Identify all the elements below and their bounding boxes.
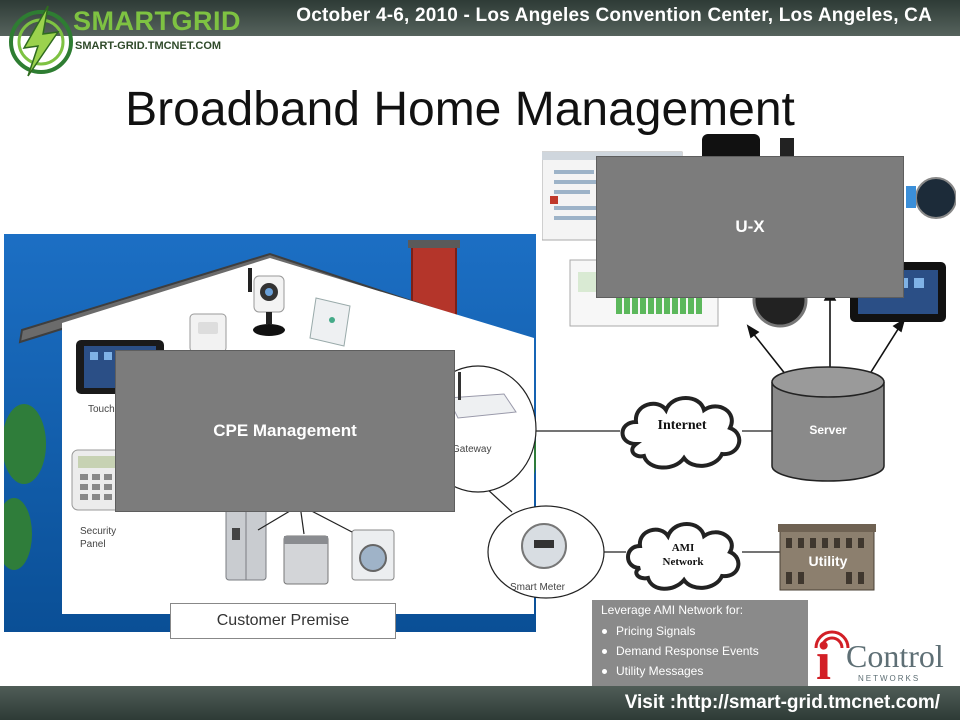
router-device-icon <box>309 297 351 347</box>
cpe-management-overlay: CPE Management <box>115 350 455 512</box>
icontrol-signal-icon <box>814 630 850 649</box>
motion-sensor-icon <box>189 313 227 353</box>
server-cylinder-icon <box>771 366 885 482</box>
utility-label: Utility <box>808 553 848 569</box>
security-panel-label-line2: Panel <box>80 539 106 550</box>
footer-url-text: Visit :http://smart-grid.tmcnet.com/ <box>624 692 940 713</box>
ux-overlay: U-X <box>596 156 904 298</box>
ami-box-title: Leverage AMI Network for: <box>601 603 744 617</box>
security-panel-label-line1: Security <box>80 526 117 537</box>
gateway-label: Gateway <box>452 444 492 455</box>
ami-network-label: AMI Network <box>622 541 744 569</box>
header-bar <box>0 0 960 36</box>
ami-label-line2: Network <box>662 556 704 568</box>
server-label: Server <box>809 423 847 437</box>
footer-bar <box>0 686 960 720</box>
ami-network-cloud-icon <box>626 522 741 591</box>
ami-benefits-list: Pricing Signals Demand Response Events U… <box>598 624 759 684</box>
logo-url-text: SMART-GRID.TMCNET.COM <box>75 40 222 52</box>
ami-label-line1: AMI <box>671 542 695 554</box>
refrigerator-icon <box>225 499 267 581</box>
icontrol-logo-sub: NETWORKS <box>858 674 921 683</box>
slide-title: Broadband Home Management <box>125 83 795 136</box>
ami-benefit-item: Pricing Signals <box>598 624 759 638</box>
ami-benefit-item: Utility Messages <box>598 664 759 678</box>
icontrol-logo-i: i <box>816 631 832 691</box>
smart-meter-node <box>487 505 605 599</box>
smart-meter-label: Smart Meter <box>510 582 566 593</box>
internet-cloud-icon <box>620 396 742 470</box>
washing-machine-icon <box>351 529 395 581</box>
touch-label: Touch <box>88 404 115 415</box>
internet-label: Internet <box>657 418 707 433</box>
utility-building-icon <box>778 524 876 591</box>
camera-icon <box>248 268 285 336</box>
dishwasher-icon <box>283 535 329 585</box>
ami-benefits-box: Leverage AMI Network for: Pricing Signal… <box>592 600 808 686</box>
ami-benefit-item: Demand Response Events <box>598 644 759 658</box>
smartgrid-logo-icon <box>9 5 73 77</box>
customer-premise-label: Customer Premise <box>170 603 396 639</box>
icontrol-logo-word: Control <box>846 638 944 674</box>
security-panel-icon <box>71 449 123 511</box>
logo-brand-text: SMARTGRID <box>73 6 241 36</box>
event-banner-text: October 4-6, 2010 - Los Angeles Conventi… <box>296 5 932 26</box>
